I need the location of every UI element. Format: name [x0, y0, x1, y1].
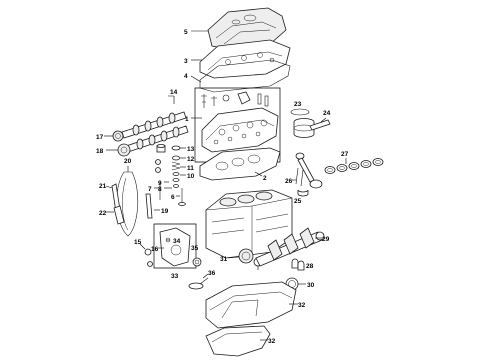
thrust-washers	[291, 258, 305, 271]
leader-24	[320, 117, 327, 123]
cylinder-head	[201, 107, 279, 153]
front-seal	[192, 257, 202, 267]
piston-pin	[309, 119, 331, 131]
leader-36	[202, 273, 209, 279]
callout-19: 19	[161, 208, 169, 215]
callout-33: 33	[171, 273, 179, 280]
connecting-rod	[295, 152, 323, 189]
chain-guide-rail	[145, 193, 153, 219]
callout-7: 7	[148, 186, 152, 193]
callout-15: 15	[134, 239, 142, 246]
cam-sprocket	[112, 130, 124, 142]
callout-22: 22	[99, 210, 107, 217]
callout-36: 36	[208, 270, 216, 277]
callout-27: 27	[341, 151, 349, 158]
callout-11: 11	[187, 165, 194, 172]
cylinder-head-group-box	[194, 87, 281, 163]
leader-4	[190, 75, 202, 83]
drain-plug	[147, 261, 153, 267]
callout-28: 28	[306, 263, 314, 270]
main-bearings	[324, 158, 384, 174]
callout-18: 18	[96, 148, 104, 155]
callout-12: 12	[187, 156, 195, 163]
callout-13: 13	[187, 146, 195, 153]
callout-4: 4	[184, 73, 188, 80]
valve	[178, 188, 186, 206]
callout-24: 24	[323, 110, 331, 117]
callout-31: 31	[220, 256, 228, 263]
chain-guide	[113, 205, 125, 225]
cylinder-head-gasket	[199, 147, 281, 181]
callout-10: 10	[187, 173, 195, 180]
piston	[293, 118, 315, 138]
callout-2: 2	[263, 175, 267, 182]
valve-lifter	[156, 144, 166, 153]
callout-32-upper: 32	[298, 302, 306, 309]
leader-21	[105, 185, 113, 189]
callout-17: 17	[96, 134, 104, 141]
callout-34: 34	[173, 238, 181, 245]
rod-bolts	[295, 167, 304, 187]
oil-pan-upper	[205, 281, 297, 329]
callout-14: 14	[170, 89, 178, 96]
oil-strainer	[188, 277, 209, 290]
callout-1: 1	[185, 116, 189, 123]
keeper-stack	[155, 159, 161, 173]
head-small-parts	[201, 91, 269, 108]
callout-5: 5	[184, 29, 188, 36]
camshaft-bracket	[168, 95, 175, 104]
oil-pan-lower	[205, 325, 271, 357]
callout-35: 35	[191, 245, 199, 252]
callout-3: 3	[184, 58, 188, 65]
cylinder-head-cover	[199, 39, 291, 79]
leader-2	[254, 171, 263, 177]
callout-29: 29	[322, 236, 330, 243]
callout-30: 30	[307, 282, 315, 289]
piston-ring	[290, 108, 310, 116]
timing-cover-group-box	[153, 223, 197, 269]
cylinder-block	[205, 189, 293, 259]
camshaft-upper	[121, 111, 187, 139]
oil-pump	[144, 248, 152, 256]
leader-31	[227, 256, 240, 259]
valve-spring-parts	[171, 145, 181, 188]
callout-32-lower: 32	[268, 338, 276, 345]
timing-cover	[159, 227, 191, 267]
callout-25: 25	[294, 198, 302, 205]
crankshaft-pulley	[238, 248, 254, 264]
callout-20: 20	[124, 158, 132, 165]
crankshaft	[255, 227, 325, 267]
callout-23: 23	[294, 101, 302, 108]
head-cover-gasket	[199, 59, 291, 93]
rod-bearing	[297, 189, 309, 197]
callout-26: 26	[285, 178, 293, 185]
callout-16: 16	[151, 246, 159, 253]
cam-timing-gear	[117, 143, 131, 157]
callout-21: 21	[99, 183, 107, 190]
timing-chain	[116, 171, 139, 237]
callout-6: 6	[171, 194, 175, 201]
leader-15	[139, 243, 146, 250]
